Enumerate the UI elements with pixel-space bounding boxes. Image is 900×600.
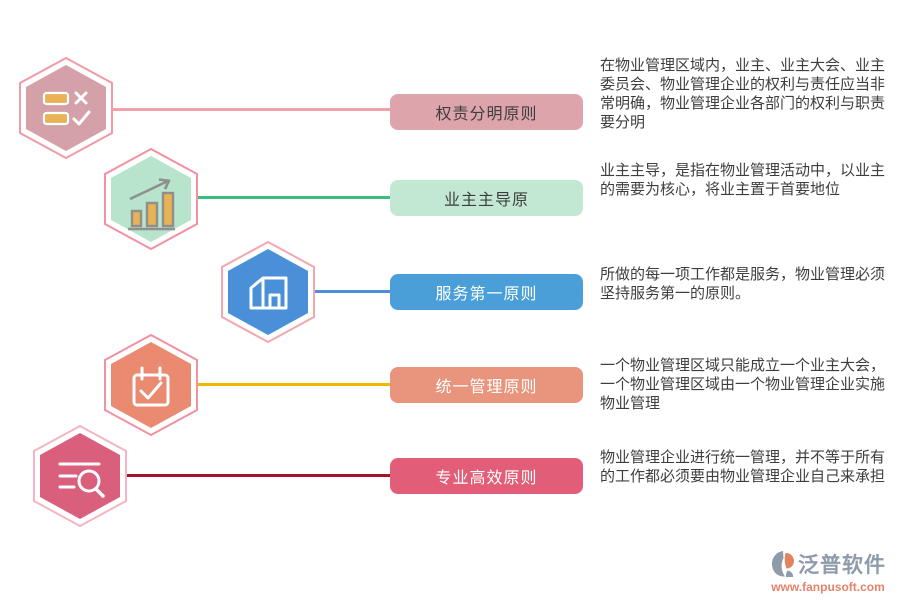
principle-description-unified-management: 一个物业管理区域只能成立一个业主大会，一个物业管理区域由一个物业管理企业实施物业… [600, 358, 886, 412]
principle-description-professional-efficient: 物业管理企业进行统一管理，并不等于所有的工作都必须要由物业管理企业自己来承担 [600, 450, 886, 485]
hexagon-service-first [220, 240, 316, 344]
principle-label-owner-led: 业主主导原 [390, 180, 583, 216]
hexagon-owner-led [103, 147, 199, 251]
brand-logo: 泛普软件 www.fanpusoft.com [762, 549, 894, 594]
principle-label-unified-management: 统一管理原则 [390, 367, 583, 403]
checklist-icon [19, 56, 113, 160]
bar-chart-icon [104, 147, 198, 251]
building-icon [221, 240, 315, 344]
principle-description-duty: 在物业管理区域内，业主、业主大会、业主委员会、物业管理企业的权利与责任应当非常明… [600, 58, 886, 131]
connector-line [106, 108, 392, 111]
principle-label-professional-efficient: 专业高效原则 [390, 458, 583, 494]
hexagon-unified-management [103, 333, 199, 437]
search-list-icon [33, 424, 127, 528]
connector-line [193, 383, 392, 386]
connector-line [118, 474, 392, 477]
principle-label-duty: 权责分明原则 [390, 94, 583, 130]
calendar-check-icon [104, 333, 198, 437]
principle-description-owner-led: 业主主导，是指在物业管理活动中，以业主的需要为核心，将业主置于首要地位 [600, 163, 886, 198]
connector-line [310, 290, 392, 293]
hexagon-professional-efficient [32, 424, 128, 528]
connector-line [193, 196, 392, 199]
principle-description-service-first: 所做的每一项工作都是服务，物业管理必须坚持服务第一的原则。 [600, 267, 886, 302]
brand-name: 泛普软件 [798, 553, 886, 577]
fanpu-logo-icon [771, 551, 794, 577]
hexagon-duty [18, 56, 114, 160]
brand-url: www.fanpusoft.com [771, 580, 885, 594]
principle-label-service-first: 服务第一原则 [390, 274, 583, 310]
